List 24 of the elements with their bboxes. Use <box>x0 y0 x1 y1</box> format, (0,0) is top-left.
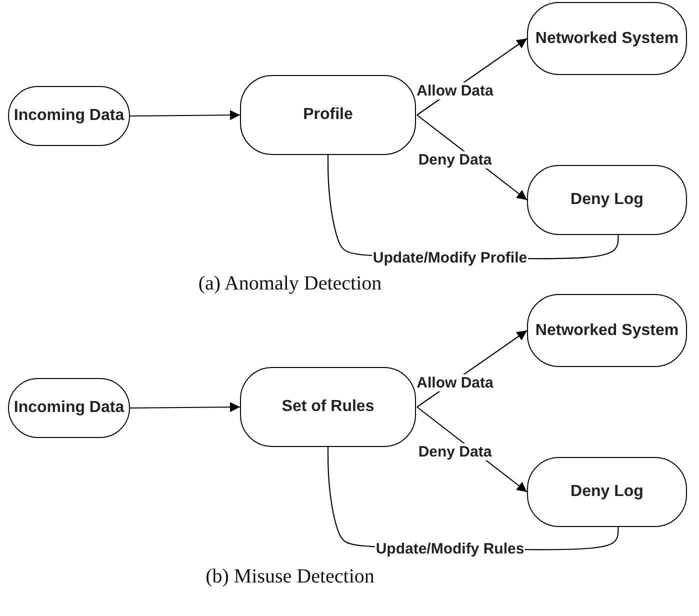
node-label: Profile <box>303 105 353 125</box>
node-label: Incoming Data <box>14 106 124 126</box>
node-label: Networked System <box>535 320 679 340</box>
edge-label: Update/Modify Rules <box>374 540 526 558</box>
subfigure-caption: (a) Anomaly Detection <box>198 272 382 296</box>
rounded-box <box>240 367 416 447</box>
arrow <box>130 110 240 120</box>
rounded-box <box>527 457 687 527</box>
node-label: Incoming Data <box>14 398 124 418</box>
node-label: Set of Rules <box>282 397 374 417</box>
edge-label: Allow Data <box>416 82 494 100</box>
edge-label: Allow Data <box>416 374 494 392</box>
rounded-box <box>527 165 687 235</box>
node-label: Deny Log <box>570 482 644 502</box>
rounded-box <box>527 294 687 367</box>
rounded-box <box>527 2 687 75</box>
edge-label: Update/Modify Profile <box>372 249 528 267</box>
edge-label: Deny Data <box>417 443 493 461</box>
arrow <box>130 402 240 412</box>
subfigure-caption: (b) Misuse Detection <box>206 566 374 588</box>
node-label: Networked System <box>535 28 679 48</box>
node-label: Deny Log <box>570 190 644 210</box>
rounded-box <box>240 75 416 155</box>
edge-label: Deny Data <box>417 151 493 169</box>
